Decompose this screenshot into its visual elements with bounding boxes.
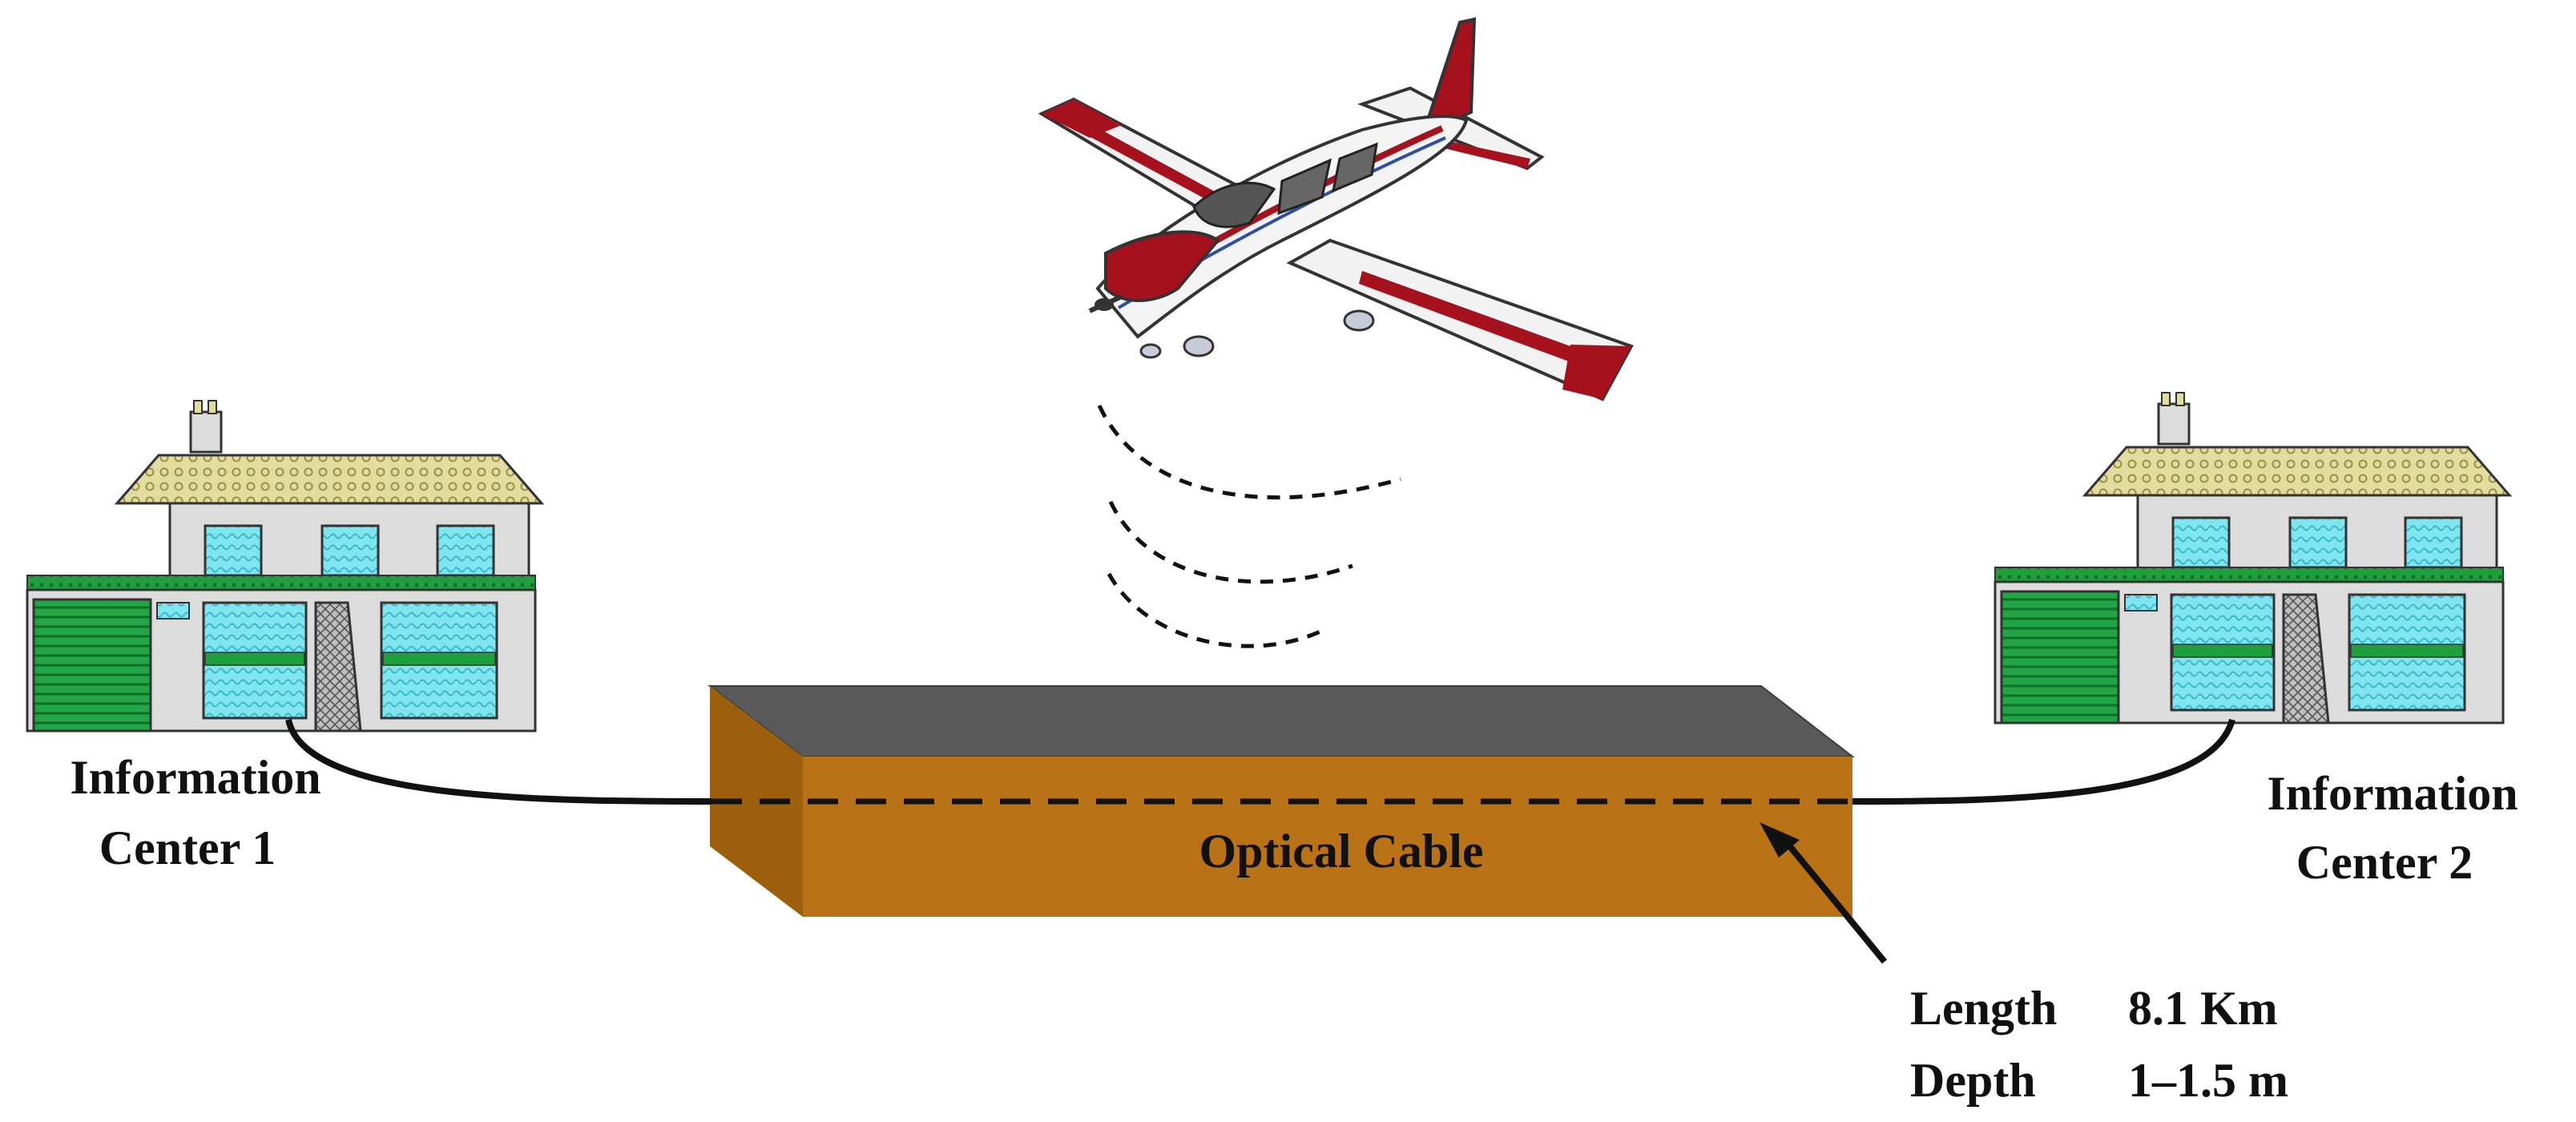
center-2-label-line2: Center 2	[2296, 836, 2473, 889]
length-label: Length	[1910, 982, 2057, 1035]
signal-waves-icon	[1097, 404, 1401, 648]
cable-right-connection	[1852, 718, 2235, 805]
center-2-label-line1: Information	[2267, 767, 2518, 820]
building-icon	[1993, 391, 2511, 724]
cable-left-connection	[285, 719, 712, 805]
depth-value: 1–1.5 m	[2128, 1054, 2288, 1107]
cable-pointer-arrow	[1760, 822, 1888, 964]
center-1-label-line1: Information	[70, 751, 320, 804]
soil-block-front	[803, 757, 1852, 917]
soil-block-side	[710, 686, 803, 917]
optical-cable-label: Optical Cable	[1199, 825, 1484, 878]
center-1-label-line2: Center 1	[99, 821, 276, 874]
soil-block	[707, 685, 1855, 917]
airplane-icon	[1038, 17, 1634, 402]
length-value: 8.1 Km	[2128, 982, 2278, 1035]
depth-label: Depth	[1910, 1054, 2036, 1107]
building-icon	[26, 399, 543, 733]
soil-block-top	[707, 685, 1855, 757]
